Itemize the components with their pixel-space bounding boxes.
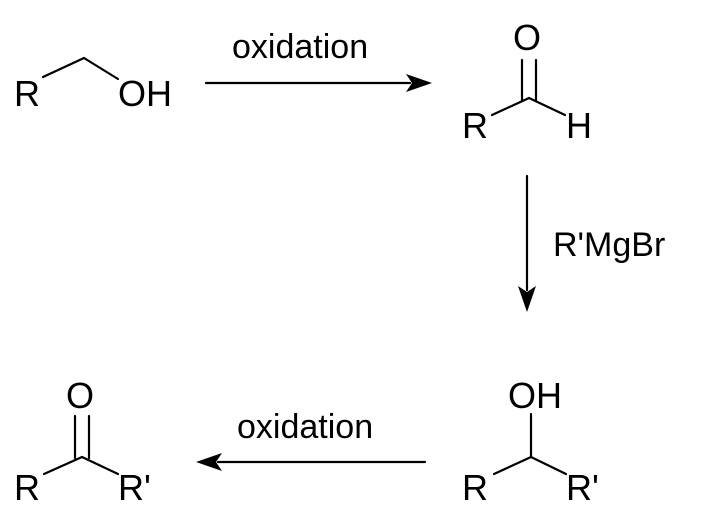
- reaction-2-label: R'MgBr: [553, 226, 665, 264]
- primary-alcohol-oh-label: OH: [118, 73, 172, 114]
- primary-alcohol-r-label: R: [14, 73, 40, 114]
- secondary-alcohol-r-label: R: [462, 467, 488, 508]
- reaction-arrow-3-head: [196, 453, 222, 471]
- reaction-1-label: oxidation: [232, 28, 368, 66]
- secondary-alcohol-rprime-label: R': [566, 467, 599, 508]
- aldehyde-o-label: O: [513, 17, 541, 58]
- ketone-rprime-label: R': [118, 467, 151, 508]
- ketone-o-label: O: [66, 375, 94, 416]
- aldehyde-bond-c-h: [527, 96, 567, 117]
- secondary-alcohol-bond-c-rprime: [529, 455, 568, 476]
- reaction-arrow-3: oxidation: [196, 408, 427, 471]
- aldehyde: O R H: [462, 17, 592, 146]
- reaction-arrow-1: oxidation: [204, 28, 432, 92]
- aldehyde-bond-r-c: [490, 96, 531, 117]
- primary-alcohol: R OH: [14, 56, 172, 114]
- aldehyde-r-label: R: [462, 105, 488, 146]
- ketone: O R R': [14, 375, 151, 508]
- primary-alcohol-bond-r-c: [41, 56, 86, 79]
- secondary-alcohol: OH R R': [462, 375, 599, 508]
- ketone-bond-r-c: [42, 455, 84, 476]
- reaction-arrow-1-head: [406, 74, 432, 92]
- primary-alcohol-bond-c-o: [82, 56, 120, 81]
- reaction-arrow-2: R'MgBr: [518, 174, 665, 312]
- reaction-3-label: oxidation: [237, 408, 373, 446]
- secondary-alcohol-oh-label: OH: [508, 375, 562, 416]
- aldehyde-h-label: H: [566, 105, 592, 146]
- ketone-bond-c-rprime: [80, 455, 120, 476]
- ketone-r-label: R: [14, 467, 40, 508]
- secondary-alcohol-bond-r-c: [492, 455, 533, 476]
- reaction-arrow-2-head: [518, 286, 536, 312]
